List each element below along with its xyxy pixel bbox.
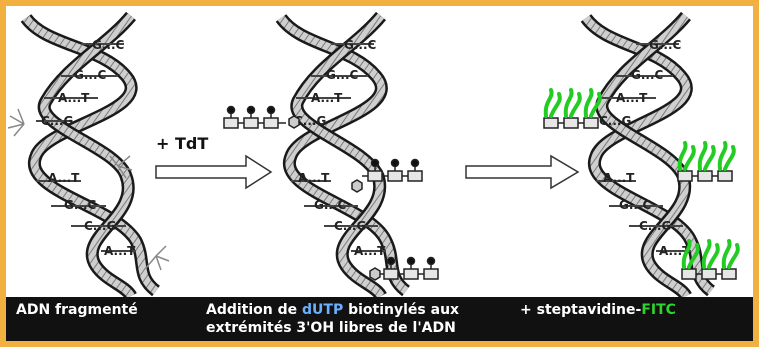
bp-label-2c: G...C xyxy=(631,68,664,82)
caption-step3-pre: + steptavidine- xyxy=(520,302,642,318)
bp-label-6b: G...C xyxy=(314,198,347,212)
fitc-label-icon xyxy=(543,88,740,269)
caption-step3: + steptavidine-FITC xyxy=(520,301,676,319)
bp-label-3c: A...T xyxy=(616,91,648,105)
caption-step2-line2: extrémités 3'OH libres de l'ADN xyxy=(206,320,456,336)
bp-label-5: A...T xyxy=(48,171,80,185)
bp-label-4c: C...G xyxy=(599,114,631,128)
bp-label-7c: C...G xyxy=(639,219,671,233)
caption-step1: ADN fragmenté xyxy=(16,302,138,318)
bp-label-7b: C...G xyxy=(334,219,366,233)
bp-label-3b: A...T xyxy=(311,91,343,105)
dna-helix-icon xyxy=(20,11,161,297)
figure-frame: G...C G...C A...T C...G A...T G...C C...… xyxy=(6,6,753,341)
caption-step3-fitc: FITC xyxy=(641,302,676,318)
bp-label-5b: A...T xyxy=(298,171,330,185)
bp-label-8c: A...T xyxy=(659,244,691,258)
tdt-label: + TdT xyxy=(156,134,208,153)
bp-label-1c: G...C xyxy=(649,38,682,52)
biotin-dutp-icon xyxy=(223,105,439,281)
caption-step2: Addition de dUTP biotinylés aux extrémit… xyxy=(206,301,459,337)
bp-label-1b: G...C xyxy=(344,38,377,52)
arrow-right-icon xyxy=(155,154,273,190)
bp-label-6c: G...C xyxy=(619,198,652,212)
tunel-diagram: G...C G...C A...T C...G A...T G...C C...… xyxy=(7,11,740,297)
bp-label-2b: G...C xyxy=(326,68,359,82)
bp-label-5c: A...T xyxy=(603,171,635,185)
caption-step2-dutp: dUTP xyxy=(302,302,344,318)
caption-step2-post: biotinylés aux xyxy=(343,302,460,318)
bp-label-8b: A...T xyxy=(354,244,386,258)
bp-label-3: A...T xyxy=(58,91,90,105)
arrow-right-icon xyxy=(465,154,580,190)
bp-label-2: G...C xyxy=(74,68,107,82)
bp-label-6: G...C xyxy=(64,198,97,212)
caption-step2-pre: Addition de xyxy=(206,302,303,318)
bp-label-1: G...C xyxy=(92,38,125,52)
bp-label-7: C...G xyxy=(84,219,116,233)
bp-label-8: A...T xyxy=(104,244,136,258)
break-site-icon xyxy=(7,108,170,271)
dna-helix-icon xyxy=(275,11,411,297)
bp-label-4: C...G xyxy=(41,114,73,128)
bp-label-4b: C...G xyxy=(294,114,326,128)
caption-bar: ADN fragmenté Addition de dUTP biotinylé… xyxy=(6,297,753,341)
